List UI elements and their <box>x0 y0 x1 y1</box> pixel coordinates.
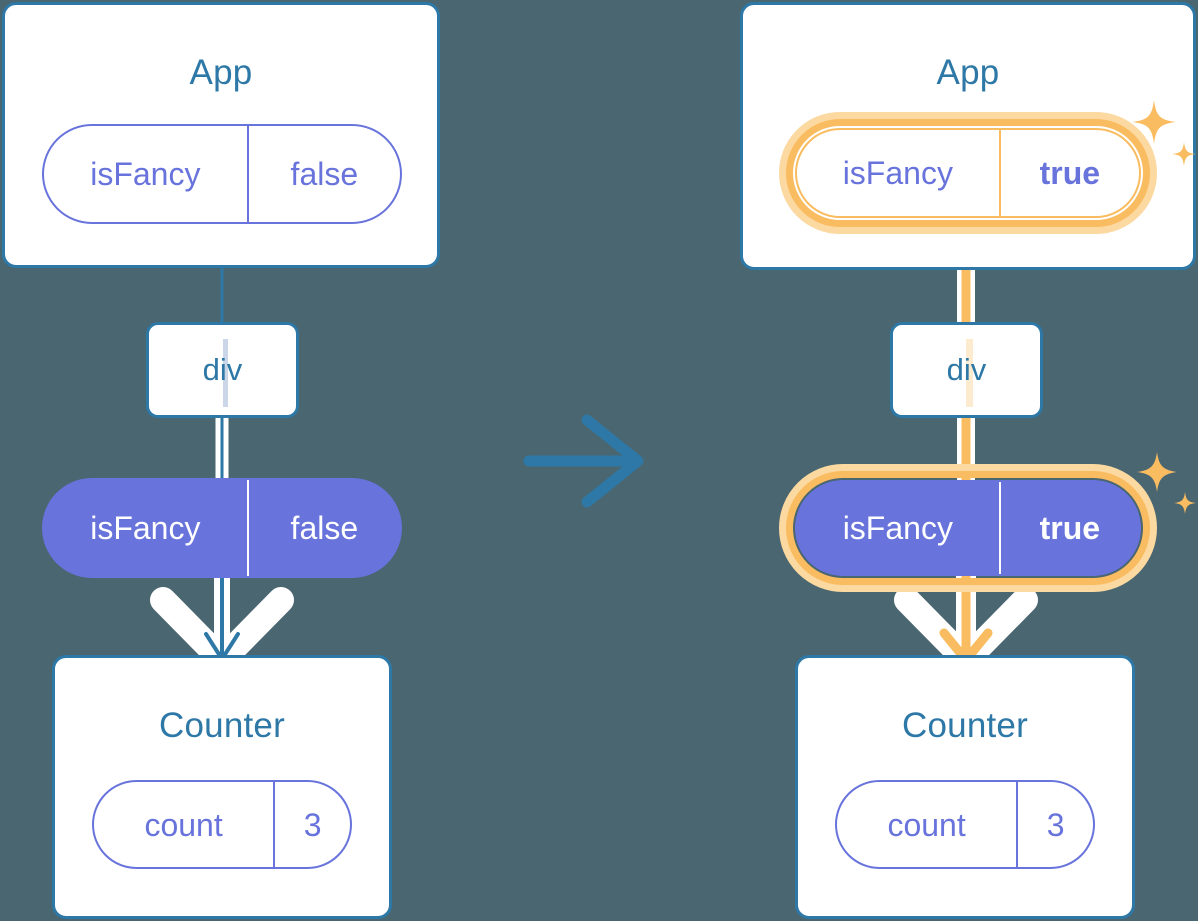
after-dom-node-div: div <box>890 322 1043 418</box>
before-app-state-pill: isFancy false <box>42 124 402 224</box>
after-counter-state-value: 3 <box>1016 782 1093 867</box>
before-dom-node-div: div <box>146 322 299 418</box>
before-app-state-value: false <box>246 126 400 222</box>
before-counter-state-value: 3 <box>273 782 350 867</box>
before-prop-pill: isFancy false <box>42 478 402 578</box>
before-counter-state-pill: count 3 <box>92 780 352 869</box>
after-app-title: App <box>936 53 1000 92</box>
before-counter-title: Counter <box>159 706 285 745</box>
after-prop-name: isFancy <box>842 510 953 546</box>
transition-arrow-icon <box>523 414 644 508</box>
before-counter-state-name: count <box>144 806 223 843</box>
after-app-state-name: isFancy <box>842 155 953 191</box>
before-prop-value: false <box>246 480 400 576</box>
after-app-state-value: true <box>998 130 1139 216</box>
after-prop-value: true <box>998 482 1139 574</box>
after-dom-node-label: div <box>946 352 987 387</box>
after-counter-state-name: count <box>887 806 966 843</box>
before-dom-node-label: div <box>202 352 243 387</box>
after-counter-state-pill: count 3 <box>835 780 1095 869</box>
after-div-pass-through-line <box>966 339 973 407</box>
after-prop-pill: isFancy true <box>795 480 1141 576</box>
after-counter-title: Counter <box>902 706 1028 745</box>
before-app-title: App <box>189 53 253 92</box>
before-prop-name: isFancy <box>90 510 201 546</box>
before-app-state-name: isFancy <box>90 156 201 192</box>
before-div-pass-through-line <box>223 339 228 407</box>
after-app-state-pill: isFancy true <box>795 128 1141 218</box>
